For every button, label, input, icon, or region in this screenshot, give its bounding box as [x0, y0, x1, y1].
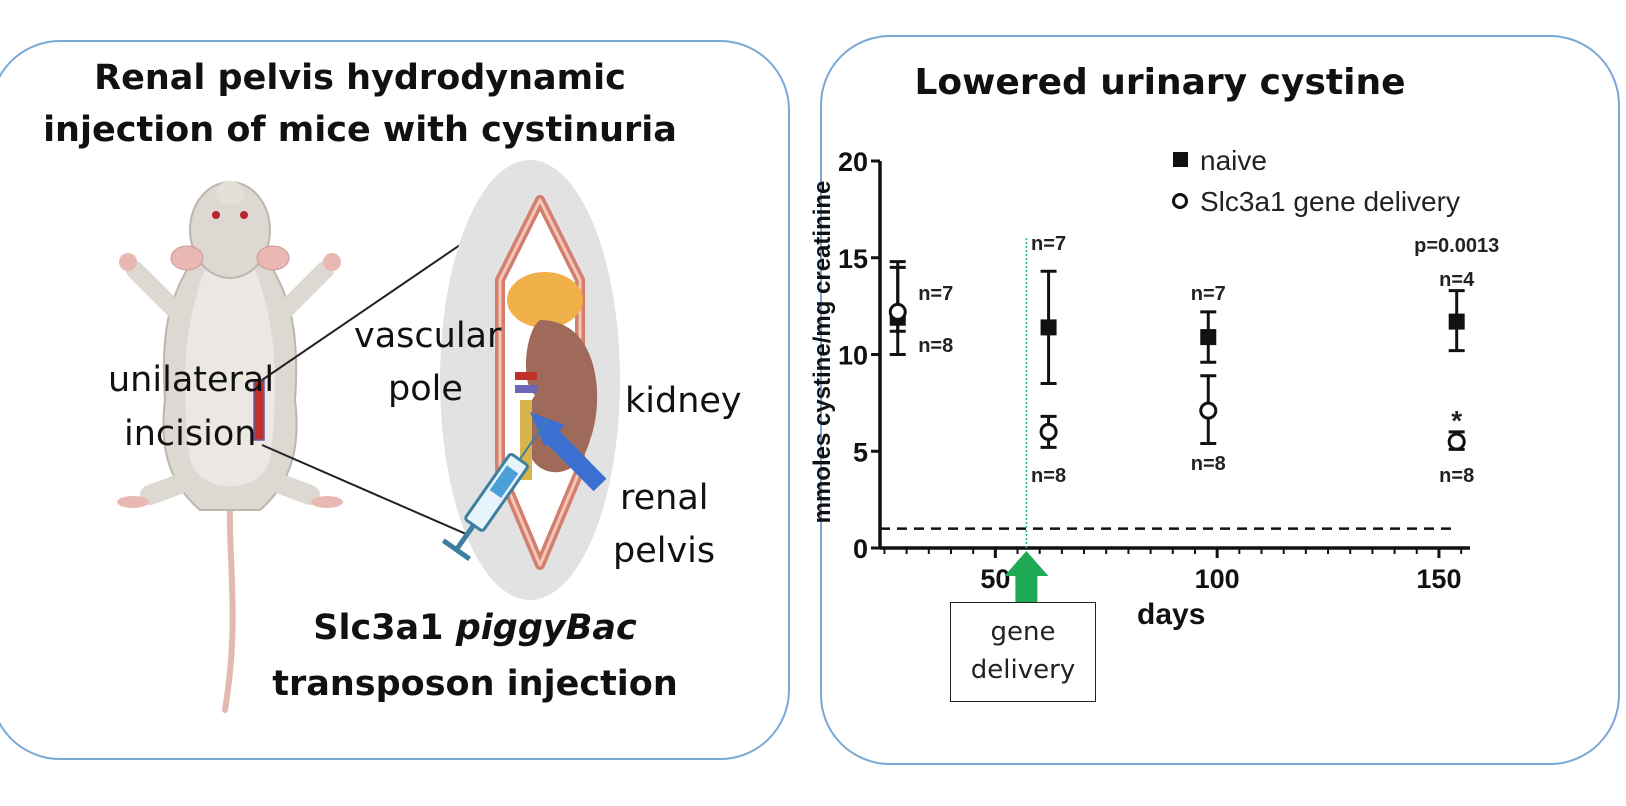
label-renal: renal — [620, 478, 709, 518]
y-tick-label: 15 — [838, 244, 868, 274]
gene-delivery-box: gene delivery — [950, 602, 1096, 702]
left-title-line1: Renal pelvis hydrodynamic — [94, 58, 626, 98]
mouse-ear-right — [256, 245, 290, 271]
mouse-tail — [222, 497, 236, 713]
label-vascular: vascular — [354, 316, 502, 356]
chart-title: Lowered urinary cystine — [914, 62, 1406, 103]
mouse-eye-right — [240, 211, 248, 219]
adrenal-gland — [507, 272, 583, 328]
caption-italic: piggyBac — [455, 608, 637, 648]
left-panel-title: Renal pelvis hydrodynamic injection of m… — [0, 52, 720, 156]
legend: naive Slc3a1 gene delivery — [1172, 145, 1460, 217]
label-unilateral: unilateral — [108, 360, 275, 400]
x-tick-label: 150 — [1416, 564, 1461, 594]
syringe-icon — [441, 418, 549, 561]
renal-artery — [515, 372, 537, 380]
data-point-gene-delivery — [888, 302, 907, 321]
gene-delivery-arrow-icon — [1004, 551, 1049, 604]
n-label: n=7 — [1031, 233, 1066, 255]
n-label: n=7 — [918, 283, 953, 305]
n-label: n=4 — [1439, 269, 1475, 291]
gene-box-line2: delivery — [970, 655, 1076, 685]
label-kidney: kidney — [625, 381, 742, 421]
renal-pelvis-arrow — [541, 425, 607, 492]
data-point-gene-delivery — [1039, 422, 1058, 441]
data-point-naive — [1040, 319, 1057, 336]
mouse-ear-left — [170, 245, 204, 271]
mouse-eye-left — [212, 211, 220, 219]
legend-gene-marker — [1172, 193, 1188, 209]
caption-prefix: Slc3a1 — [313, 608, 456, 648]
n-label: n=8 — [1031, 465, 1066, 487]
n-label: n=8 — [1191, 453, 1226, 475]
n-label: n=8 — [1439, 465, 1474, 487]
y-tick-label: 0 — [853, 534, 868, 564]
left-panel — [0, 40, 790, 760]
x-axis-label: days — [1137, 598, 1206, 631]
legend-naive-marker — [1173, 152, 1188, 167]
caption-line2: transposon injection — [272, 664, 678, 704]
injection-caption: Slc3a1 piggyBac transposon injection — [250, 600, 700, 712]
mouse-illustration — [117, 160, 620, 713]
gene-box-line1: gene — [990, 617, 1056, 647]
renal-vein — [515, 385, 537, 393]
left-title-line2: injection of mice with cystinuria — [43, 110, 677, 150]
legend-naive-label: naive — [1200, 145, 1267, 176]
p-value-annotation: p=0.0013 — [1414, 235, 1499, 257]
data-point-gene-delivery — [1447, 432, 1466, 451]
mouse-belly — [185, 270, 275, 487]
label-pelvis: pelvis — [613, 531, 716, 571]
x-tick-label: 100 — [1195, 564, 1240, 594]
label-pole: pole — [388, 369, 463, 409]
y-tick-label: 20 — [838, 147, 868, 177]
legend-gene-label: Slc3a1 gene delivery — [1200, 186, 1460, 217]
y-tick-label: 5 — [853, 437, 868, 467]
data-point-naive — [1448, 313, 1465, 330]
y-tick-label: 10 — [838, 341, 868, 371]
ureter — [520, 400, 532, 480]
x-tick-label: 50 — [980, 564, 1010, 594]
data-point-gene-delivery — [1199, 401, 1218, 420]
label-incision: incision — [124, 414, 257, 454]
significance-asterisk: * — [1451, 405, 1462, 436]
n-label: n=8 — [918, 335, 953, 357]
data-point-naive — [1200, 329, 1217, 346]
y-axis-label: mmoles cystine/mg creatinine — [809, 181, 836, 524]
incision-mark — [253, 379, 265, 441]
n-label: n=7 — [1191, 283, 1226, 305]
